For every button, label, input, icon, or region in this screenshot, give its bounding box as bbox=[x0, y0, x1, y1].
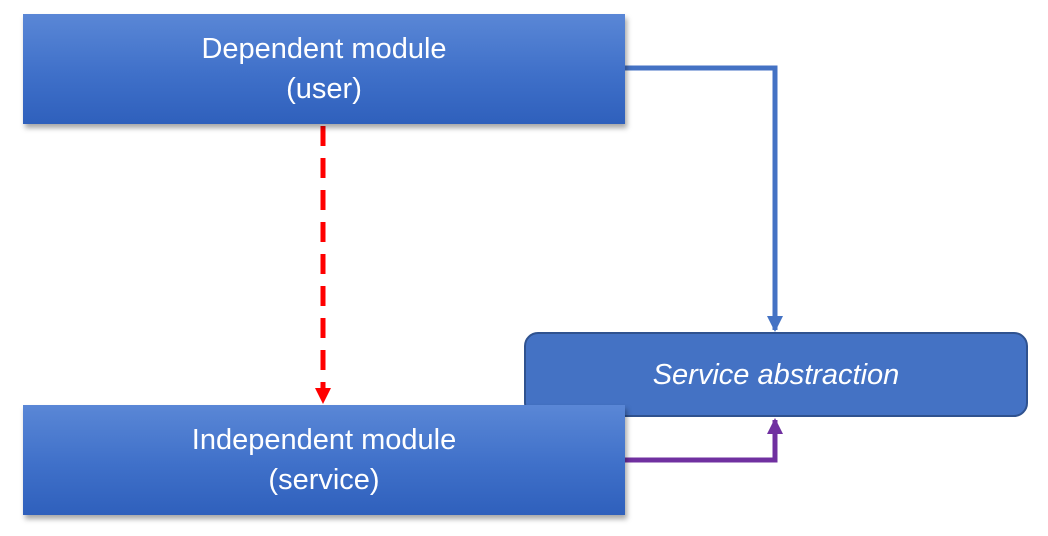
service-to-abstraction-arrow bbox=[625, 420, 778, 463]
service-abstraction-box: Service abstraction bbox=[524, 332, 1028, 417]
dependent-module-title: Dependent module bbox=[201, 33, 447, 65]
independent-module-subtitle: (service) bbox=[268, 464, 380, 496]
dependent-to-abstraction-arrow bbox=[625, 65, 778, 330]
independent-module-box: Independent module (service) bbox=[23, 405, 625, 515]
independent-module-title: Independent module bbox=[191, 424, 457, 456]
dependent-module-subtitle: (user) bbox=[286, 73, 362, 105]
dependent-to-abstraction-arrowhead bbox=[767, 316, 783, 332]
service-abstraction-label: Service abstraction bbox=[652, 358, 900, 391]
dependent-to-service-arrowhead bbox=[315, 388, 331, 404]
dependent-module-box: Dependent module (user) bbox=[23, 14, 625, 124]
service-to-abstraction-arrowhead bbox=[767, 418, 783, 434]
